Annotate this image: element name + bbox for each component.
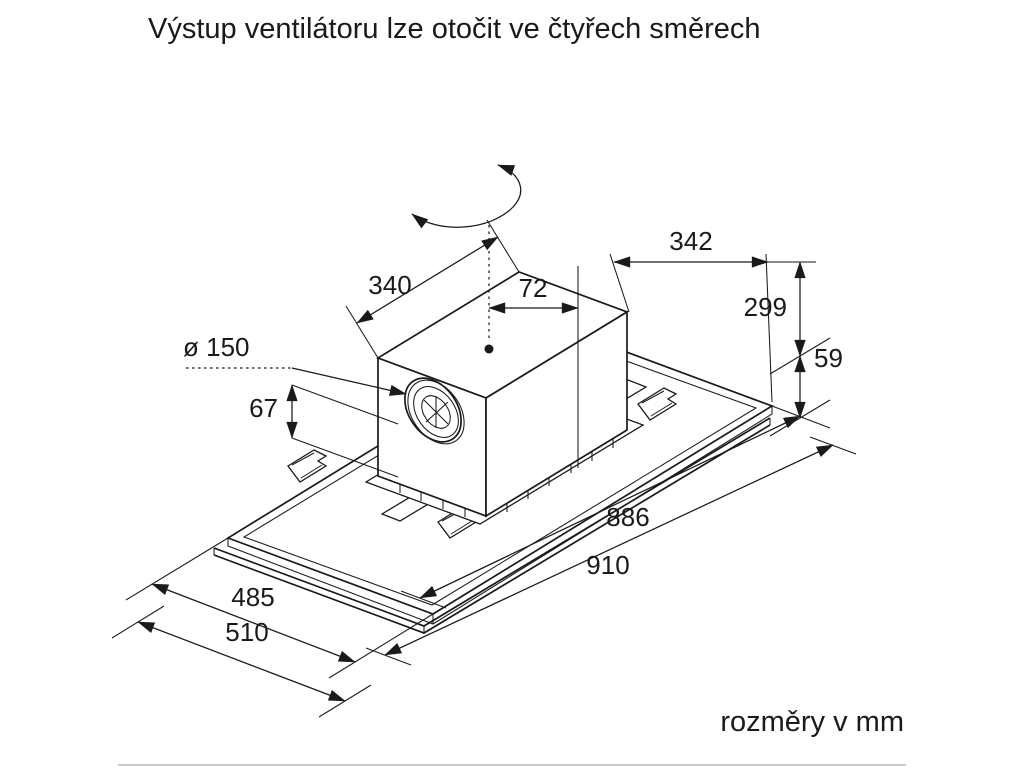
mounting-clip-left: [287, 449, 327, 483]
dim-label-340: 340: [368, 270, 411, 300]
extension-lines: [345, 219, 520, 359]
extension-lines: [609, 253, 816, 403]
diagram-title: Výstup ventilátoru lze otočit ve čtyřech…: [148, 13, 761, 45]
dim-label-886: 886: [606, 502, 649, 532]
dimension-line: [384, 444, 834, 656]
rotation-arrow: [411, 164, 522, 229]
dimension-59: 59: [769, 343, 843, 437]
dim-label-67: 67: [249, 393, 278, 423]
dim-label-342: 342: [669, 226, 712, 256]
dimension-67: 67: [249, 384, 399, 478]
dim-label-72: 72: [519, 273, 548, 303]
extension-lines: [125, 537, 434, 679]
dim-label-diameter-150: ø 150: [183, 332, 250, 362]
dim-label-59: 59: [814, 343, 843, 373]
dimension-342: 342: [609, 226, 816, 403]
rotation-axis-dot: [484, 344, 494, 354]
dimension-72: 72: [488, 266, 579, 468]
dim-label-910: 910: [586, 550, 629, 580]
units-note: rozměry v mm: [720, 706, 904, 738]
dim-label-485: 485: [231, 582, 274, 612]
dim-label-510: 510: [225, 617, 268, 647]
leader-arrow: [291, 367, 407, 396]
dimension-line: [356, 236, 499, 324]
dimension-diameter-150: ø 150: [183, 332, 407, 396]
dim-label-299: 299: [744, 292, 787, 322]
image-bottom-border: [118, 764, 906, 766]
dimension-340: 340: [345, 219, 520, 359]
dimension-510: 510: [111, 605, 372, 718]
dimension-line: [137, 621, 346, 702]
extension-lines: [291, 384, 399, 478]
